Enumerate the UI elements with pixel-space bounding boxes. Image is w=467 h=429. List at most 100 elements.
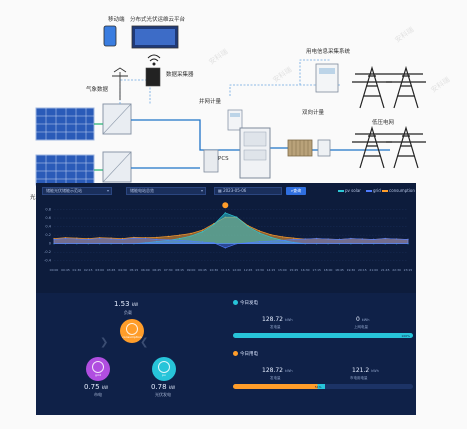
data-point[interactable]	[281, 236, 283, 238]
data-point[interactable]	[373, 238, 375, 240]
data-point[interactable]	[121, 237, 124, 240]
data-point[interactable]	[258, 232, 261, 234]
cloud-platform-screen-icon	[131, 25, 179, 49]
data-point[interactable]	[361, 238, 363, 240]
data-point[interactable]	[87, 237, 89, 240]
peak-marker[interactable]	[222, 202, 229, 209]
data-point[interactable]	[156, 240, 158, 243]
data-point[interactable]	[156, 236, 158, 238]
data-point[interactable]	[110, 237, 112, 239]
data-point[interactable]	[316, 237, 318, 240]
x-tick-label: 09:00	[187, 268, 196, 272]
load-unit: kW	[131, 302, 139, 307]
legend-grid[interactable]: grid	[366, 188, 381, 193]
load-power-value: 1.53 kW	[114, 300, 138, 308]
data-point[interactable]	[110, 238, 112, 240]
today-gen-progress-label: 100%	[401, 334, 410, 338]
data-point[interactable]	[396, 238, 398, 240]
legend-consumption[interactable]: consumption	[382, 188, 415, 193]
data-point[interactable]	[213, 223, 215, 226]
pv-node[interactable]: pv	[152, 357, 176, 381]
data-point[interactable]	[179, 234, 181, 236]
data-point[interactable]	[201, 231, 204, 233]
data-point[interactable]	[179, 239, 181, 241]
x-tick-label: 00:45	[61, 268, 70, 272]
data-point[interactable]	[247, 242, 249, 244]
data-point[interactable]	[258, 240, 261, 243]
data-point[interactable]	[167, 235, 169, 237]
x-tick-label: 18:45	[335, 268, 344, 272]
legend-label: grid	[373, 188, 381, 193]
data-point[interactable]	[293, 241, 295, 243]
data-point[interactable]	[236, 216, 238, 218]
x-tick-label: 17:15	[312, 268, 321, 272]
data-point[interactable]	[270, 240, 272, 242]
data-point[interactable]	[213, 242, 215, 244]
legend-label: consumption	[389, 188, 415, 193]
load-node[interactable]: consumption	[120, 319, 144, 343]
data-point[interactable]	[224, 212, 226, 214]
station-select[interactable]: 储能光伏储能示范站 ▾	[42, 187, 112, 195]
data-point[interactable]	[407, 238, 409, 240]
y-tick-label: 0.8	[45, 208, 51, 212]
data-point[interactable]	[53, 237, 55, 240]
load-node-label: consumption	[122, 335, 142, 339]
data-point[interactable]	[293, 238, 295, 240]
data-point[interactable]	[236, 243, 238, 245]
data-point[interactable]	[338, 238, 341, 240]
solar-panel-bottom-icon	[35, 154, 95, 186]
data-point[interactable]	[133, 237, 135, 239]
y-tick-label: -0.2	[44, 250, 51, 254]
data-point[interactable]	[53, 238, 55, 240]
pv-label: 光	[30, 195, 36, 201]
data-point[interactable]	[201, 229, 204, 231]
device-select[interactable]: 储能电站总览 ▾	[126, 187, 206, 195]
data-point[interactable]	[179, 237, 181, 240]
query-button[interactable]: ⌕查询	[286, 187, 306, 195]
data-point[interactable]	[258, 230, 261, 232]
x-tick-label: 18:00	[324, 268, 333, 272]
query-label: 查询	[293, 188, 302, 193]
data-point[interactable]	[304, 238, 306, 240]
data-point[interactable]	[156, 238, 158, 240]
data-point[interactable]	[190, 232, 192, 234]
data-point[interactable]	[64, 237, 66, 240]
data-point[interactable]	[201, 241, 204, 243]
today-gen-progress-fill	[233, 333, 413, 338]
today-gen-title-text: 今日发电	[240, 301, 258, 306]
data-point[interactable]	[76, 238, 78, 240]
data-point[interactable]	[281, 239, 283, 241]
data-point[interactable]	[190, 235, 192, 237]
data-point[interactable]	[144, 242, 146, 244]
data-point[interactable]	[270, 236, 272, 238]
grid-node[interactable]: grid	[86, 357, 110, 381]
data-point[interactable]	[293, 237, 295, 239]
inverter-top-icon	[102, 103, 132, 135]
data-point[interactable]	[99, 237, 101, 240]
meter-system-label: 用电信息采集系统	[306, 49, 351, 55]
data-point[interactable]	[167, 239, 169, 241]
y-tick-label: 0.4	[45, 225, 51, 229]
x-tick-label: 11:15	[221, 268, 230, 272]
today-use-a-value: 128.72 kWh	[262, 367, 293, 374]
data-point[interactable]	[350, 237, 352, 240]
data-point[interactable]	[87, 238, 89, 240]
legend-pv[interactable]: pv solar	[338, 188, 361, 193]
search-icon: ⌕	[290, 188, 294, 193]
x-tick-label: 05:15	[130, 268, 139, 272]
data-point[interactable]	[76, 237, 78, 239]
chart-panel: 储能光伏储能示范站 ▾ 储能电站总览 ▾ ▦ 2023-05-06 ⌕查询 pv…	[36, 183, 416, 293]
data-point[interactable]	[224, 247, 226, 249]
pv-node-label: pv	[162, 373, 166, 377]
date-picker[interactable]: ▦ 2023-05-06	[214, 187, 282, 195]
value: 128.72	[262, 367, 283, 374]
data-point[interactable]	[384, 237, 386, 240]
data-point[interactable]	[270, 234, 272, 236]
x-tick-label: 23:15	[404, 268, 413, 272]
data-point[interactable]	[121, 238, 124, 240]
data-point[interactable]	[247, 226, 249, 228]
data-point[interactable]	[327, 238, 329, 240]
data-point[interactable]	[190, 240, 192, 242]
data-point[interactable]	[144, 237, 146, 240]
legend-swatch	[338, 190, 344, 192]
